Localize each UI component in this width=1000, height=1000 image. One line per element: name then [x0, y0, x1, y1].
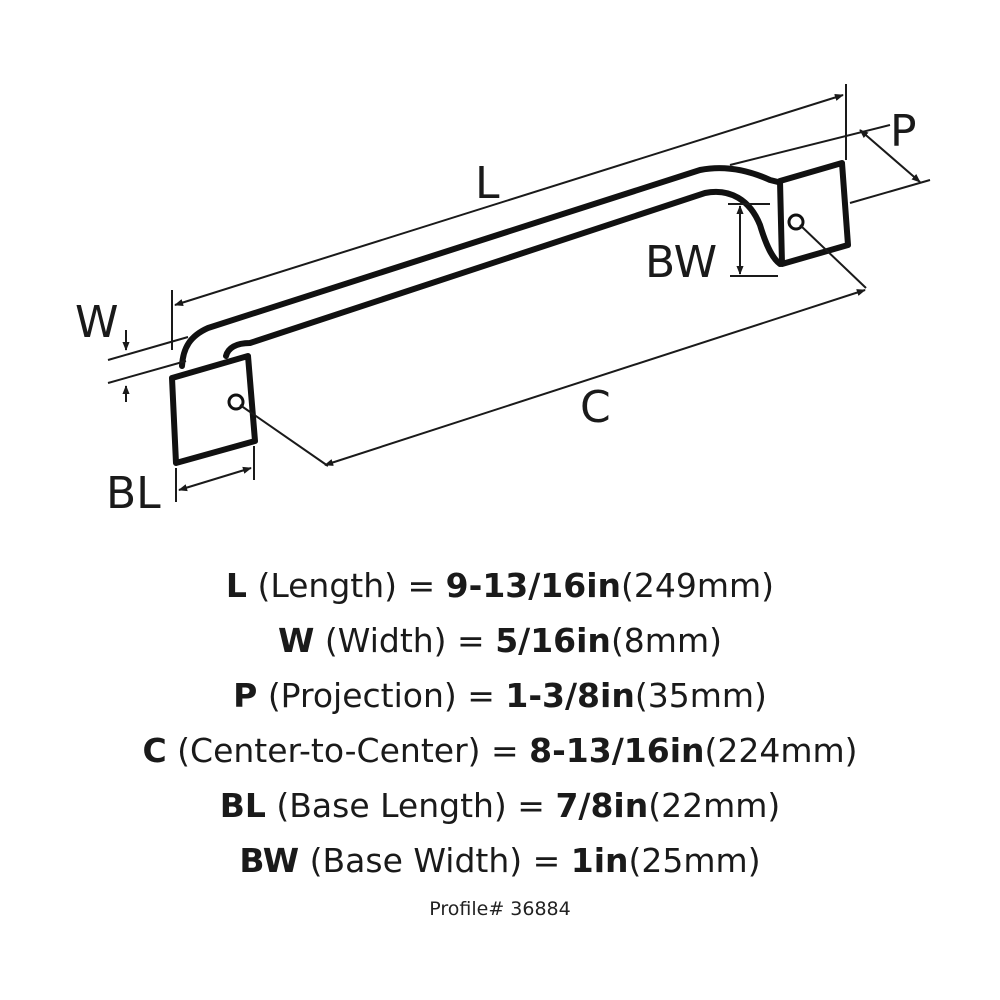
spec-code: BL	[219, 786, 266, 825]
spec-description: (Center-to-Center) =	[177, 731, 530, 770]
spec-metric-value: (22mm)	[648, 786, 781, 825]
spec-code: BW	[239, 841, 300, 880]
spec-code: P	[233, 676, 258, 715]
base-length-dimension-line	[178, 466, 252, 492]
spec-description: (Projection) =	[267, 676, 506, 715]
spec-row: W (Width) = 5/16in(8mm)	[0, 613, 1000, 668]
spec-value: 9-13/16in	[445, 566, 622, 605]
label-base-width: BW	[645, 237, 717, 288]
spec-value: 1-3/8in	[505, 676, 635, 715]
spec-metric-value: (249mm)	[621, 566, 775, 605]
spec-row: BW (Base Width) = 1in(25mm)	[0, 833, 1000, 888]
length-dimension-line	[174, 93, 844, 307]
label-length: L	[475, 158, 500, 209]
width-extension-top	[107, 336, 189, 361]
spec-value: 8-13/16in	[529, 731, 705, 770]
left-base-screw-hole	[227, 393, 245, 411]
spec-metric-value: (8mm)	[610, 621, 722, 660]
spec-row: L (Length) = 9-13/16in(249mm)	[0, 558, 1000, 613]
width-extension-bottom	[107, 360, 187, 384]
spec-value: 1in	[570, 841, 629, 880]
center-extension-right	[799, 224, 867, 289]
center-dimension-line	[324, 289, 866, 466]
right-base-plate	[777, 160, 851, 267]
spec-description: (Length) =	[257, 566, 446, 605]
label-center-to-center: C	[580, 382, 611, 433]
spec-metric-value: (224mm)	[704, 731, 858, 770]
spec-description: (Base Width) =	[309, 841, 571, 880]
spec-code: W	[278, 621, 315, 660]
projection-dimension-line	[859, 129, 921, 183]
dimension-lines	[107, 84, 931, 502]
spec-value: 7/8in	[555, 786, 649, 825]
spec-code: L	[225, 566, 247, 605]
label-width: W	[75, 297, 119, 348]
pull-handle-drawing	[169, 160, 851, 466]
spec-row: BL (Base Length) = 7/8in(22mm)	[0, 778, 1000, 833]
cabinet-pull-dimension-diagram: L P BW W C BL	[75, 84, 931, 519]
spec-metric-value: (35mm)	[634, 676, 767, 715]
left-base-plate	[169, 353, 258, 466]
spec-description: (Width) =	[324, 621, 496, 660]
spec-row: C (Center-to-Center) = 8-13/16in(224mm)	[0, 723, 1000, 778]
spec-code: C	[142, 731, 167, 770]
spec-row: P (Projection) = 1-3/8in(35mm)	[0, 668, 1000, 723]
label-projection: P	[890, 106, 917, 157]
label-base-length: BL	[106, 468, 161, 519]
projection-extension-top	[729, 124, 891, 166]
profile-number: Profile# 36884	[429, 898, 571, 920]
center-extension-left	[239, 404, 329, 467]
spec-value: 5/16in	[495, 621, 611, 660]
specification-list: L (Length) = 9-13/16in(249mm)W (Width) =…	[0, 558, 1000, 888]
spec-metric-value: (25mm)	[628, 841, 761, 880]
projection-extension-bottom	[849, 179, 931, 204]
spec-description: (Base Length) =	[276, 786, 556, 825]
